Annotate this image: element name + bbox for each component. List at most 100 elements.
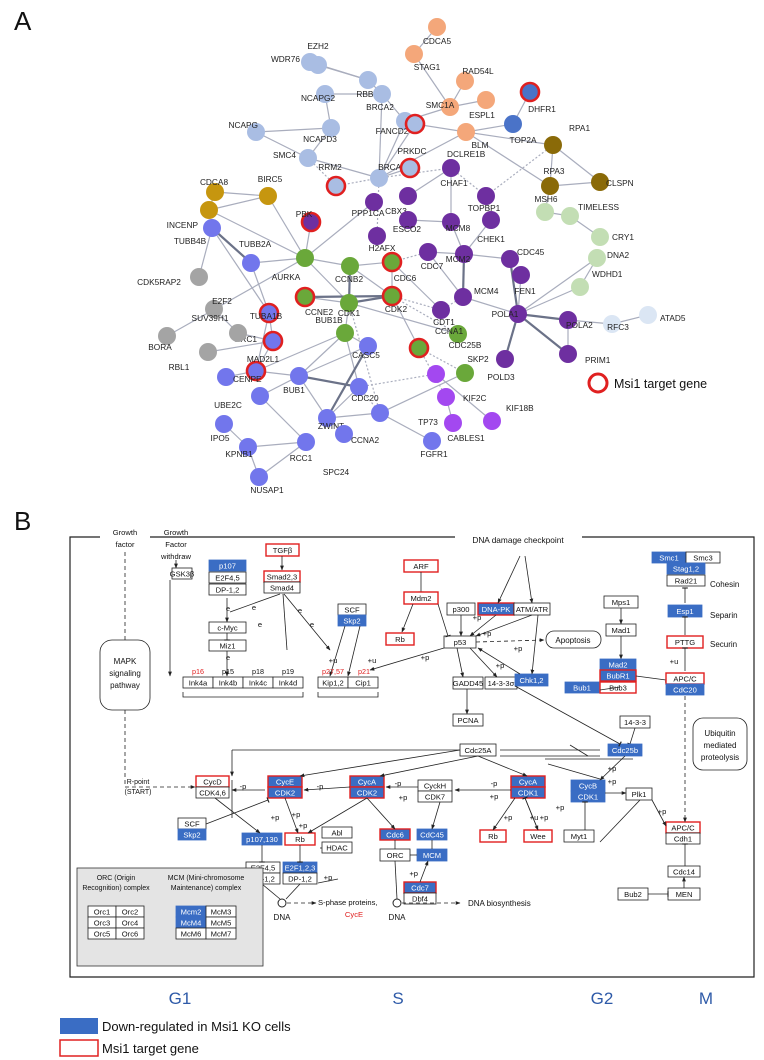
node-circle xyxy=(336,324,354,342)
node-circle xyxy=(297,433,315,451)
pathway-link xyxy=(469,614,497,637)
node-label: TIMELESS xyxy=(578,202,620,212)
box-frame xyxy=(177,828,207,841)
box-label: ORC xyxy=(387,851,404,860)
node-circle xyxy=(350,378,368,396)
node-circle xyxy=(477,91,495,109)
box-label: Wee xyxy=(530,832,545,841)
e2f123-box: E2F1,2,3 xyxy=(282,861,318,874)
network-node: BUB1B xyxy=(315,315,354,342)
node-circle xyxy=(296,249,314,267)
phase-label-g2: G2 xyxy=(591,989,614,1008)
network-node: MCM2 xyxy=(446,245,473,264)
pathway-link xyxy=(366,797,396,830)
node-circle xyxy=(206,183,224,201)
node-label: SUV39H1 xyxy=(192,313,229,323)
pathway-text: CycE xyxy=(345,910,363,919)
box-label: Smc1 xyxy=(659,553,678,562)
dnapk-box: DNA-PK xyxy=(477,602,515,616)
node-circle xyxy=(482,211,500,229)
box-label: Orc4 xyxy=(122,918,138,927)
box-label: p107,130 xyxy=(246,835,278,844)
pathway-link xyxy=(651,799,667,827)
network-edge xyxy=(378,131,467,179)
pathway-link xyxy=(214,797,261,834)
node-label: DHFR1 xyxy=(528,104,556,114)
node-label: ZWINT xyxy=(318,421,344,431)
node-label: E2F2 xyxy=(212,296,232,306)
network-edge xyxy=(379,372,466,414)
node-circle xyxy=(341,257,359,275)
cyca2-box: CycA xyxy=(510,775,546,788)
phase-label-m: M xyxy=(699,989,713,1008)
bub2-box: Bub2 xyxy=(617,887,649,901)
target-node-circle xyxy=(408,337,430,359)
node-circle xyxy=(442,159,460,177)
network-node: IPO5 xyxy=(211,415,233,443)
node-label: CDK5RAP2 xyxy=(137,277,181,287)
orc6-cell: Orc6 xyxy=(115,927,145,940)
box-label: CycA xyxy=(358,777,377,786)
box-label: 14-3-3σ xyxy=(488,679,515,688)
pathway-text: e xyxy=(298,606,302,615)
network-edge xyxy=(427,251,464,298)
pathway-link xyxy=(530,614,539,675)
box-label: CdC20 xyxy=(673,685,697,694)
box-frame xyxy=(337,614,367,627)
pathway-link xyxy=(431,801,441,830)
box-label: Ink4a xyxy=(189,678,208,687)
pathway-link xyxy=(369,647,445,671)
network-edge xyxy=(462,296,519,315)
node-label: FGFR1 xyxy=(420,449,448,459)
target-node-circle xyxy=(258,302,280,324)
box-label: Dbf4 xyxy=(412,894,428,903)
box-frame xyxy=(208,559,247,572)
box-label: DNA-PK xyxy=(482,605,511,614)
pathway-text: Securin xyxy=(710,640,737,649)
network-edge xyxy=(259,395,307,443)
node-label: RBL1 xyxy=(169,362,190,372)
pathway-link xyxy=(492,797,516,831)
p107130-box: p107,130 xyxy=(241,832,283,846)
network-edge xyxy=(304,201,375,259)
network-edge xyxy=(378,93,383,179)
orc5-cell: Orc5 xyxy=(87,927,117,940)
pathway-link xyxy=(599,799,641,843)
node-label: WDR76 xyxy=(271,54,300,64)
node-label: NCAPG2 xyxy=(301,93,336,103)
network-node: ATAD5 xyxy=(639,306,686,324)
pathway-text: +p xyxy=(483,629,492,638)
target-node-circle xyxy=(294,286,316,308)
pathway-text: pathway xyxy=(110,681,140,690)
pathway-text: Cohesin xyxy=(710,580,739,589)
box-label: Esp1 xyxy=(676,607,693,616)
box-label: GADD45 xyxy=(453,679,483,688)
box-label: PTTG xyxy=(675,638,695,647)
pathway-link xyxy=(456,647,465,678)
box-frame xyxy=(417,790,453,803)
pathway-text: Separin xyxy=(710,611,738,620)
mad2-box: Mad2 xyxy=(599,658,637,671)
node-label: RBBP8 xyxy=(356,89,384,99)
node-circle xyxy=(203,219,221,237)
node-label: BUB1B xyxy=(315,315,343,325)
pathway-text: Recognition) complex xyxy=(82,885,150,892)
node-label: FANCD2 xyxy=(376,126,409,136)
network-node: NUSAP1 xyxy=(250,468,284,495)
kip-bracket xyxy=(317,692,379,698)
box-frame xyxy=(205,927,237,940)
node-label: CCNE2 xyxy=(305,307,334,317)
box-frame xyxy=(666,562,706,575)
network-edge xyxy=(250,257,306,264)
node-label: INCENP xyxy=(167,220,199,230)
node-circle xyxy=(456,364,474,382)
mcm3-cell: McM3 xyxy=(205,905,237,918)
orc3-cell: Orc3 xyxy=(87,916,117,929)
phase-label-g1: G1 xyxy=(169,989,192,1008)
network-node: PPP1CA xyxy=(352,193,385,218)
node-label: POLA1 xyxy=(492,309,519,319)
node-label: DNA2 xyxy=(607,250,630,260)
orc1-cell: Orc1 xyxy=(87,905,117,918)
network-node: CASC5 xyxy=(352,337,380,360)
pathway-text: DNA xyxy=(389,913,407,922)
